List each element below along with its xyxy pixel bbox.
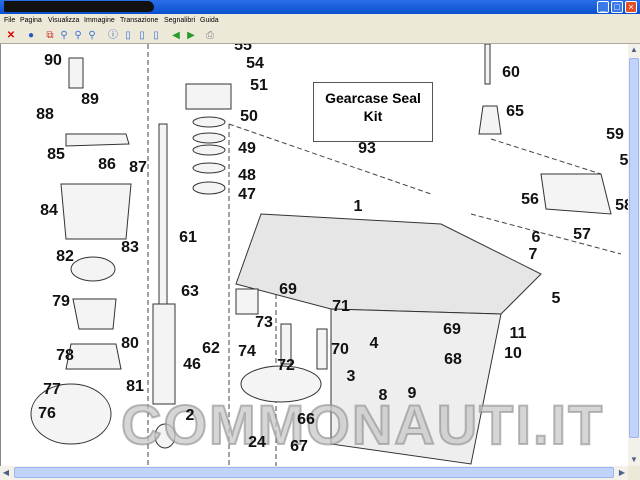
page-prev-icon[interactable]: ▯ bbox=[139, 30, 145, 41]
menu-guida[interactable]: Guida bbox=[200, 17, 219, 24]
menu-immagine[interactable]: Immagine bbox=[84, 17, 115, 24]
part-label: 70 bbox=[331, 341, 349, 358]
part-label: 54 bbox=[246, 55, 264, 72]
watermark: COMMONAUTI.IT bbox=[120, 392, 605, 457]
part-label: 2 bbox=[185, 407, 195, 424]
scroll-down-icon[interactable]: ▼ bbox=[630, 455, 638, 464]
part-label: 9 bbox=[407, 385, 417, 402]
menu-file[interactable]: File bbox=[4, 17, 16, 24]
part-label: 73 bbox=[255, 314, 273, 331]
exploded-parts-diagram bbox=[30, 44, 622, 466]
part-label: 84 bbox=[40, 202, 58, 219]
forward-icon[interactable]: ▶ bbox=[187, 30, 195, 41]
scroll-right-icon[interactable]: ▶ bbox=[618, 468, 626, 477]
part-label: 63 bbox=[181, 283, 199, 300]
part-label: 82 bbox=[56, 248, 74, 265]
part-label: 77 bbox=[43, 381, 61, 398]
horizontal-scrollbar[interactable]: ◀ ▶ bbox=[0, 466, 628, 480]
part-label: 58 bbox=[615, 197, 628, 214]
zoom-out-icon[interactable]: ⚲ bbox=[88, 30, 96, 41]
part-label: 50 bbox=[240, 108, 258, 125]
part-label: 10 bbox=[504, 345, 522, 362]
menu-bar: File Pagina Visualizza Immagine Transazi… bbox=[0, 14, 640, 28]
part-label: 11 bbox=[509, 325, 527, 342]
part-label: 8 bbox=[378, 387, 388, 404]
part-label: 59 bbox=[606, 126, 624, 143]
part-label: 48 bbox=[238, 167, 256, 184]
part-label: 78 bbox=[56, 347, 74, 364]
part-label: 69 bbox=[443, 321, 461, 338]
vertical-scroll-thumb[interactable] bbox=[629, 58, 639, 438]
zoom-icon[interactable]: ⚲ bbox=[74, 30, 82, 41]
minimize-button[interactable]: _ bbox=[597, 1, 609, 13]
part-label: 90 bbox=[44, 52, 62, 69]
redacted-title bbox=[4, 1, 154, 12]
part-label: 7 bbox=[528, 246, 538, 263]
globe-icon[interactable]: ● bbox=[27, 30, 35, 41]
zoom-in-icon[interactable]: ⚲ bbox=[60, 30, 68, 41]
back-icon[interactable]: ◀ bbox=[172, 30, 180, 41]
part-label: 85 bbox=[47, 146, 65, 163]
maximize-button[interactable]: □ bbox=[611, 1, 623, 13]
toolbar: ✕ ● ⧉ ⚲ ⚲ ⚲ ⓘ ▯ ▯ ▯ ◀ ▶ ⎙ bbox=[0, 28, 640, 44]
info-icon[interactable]: ⓘ bbox=[108, 30, 118, 41]
part-label: 68 bbox=[444, 351, 462, 368]
part-label: 87 bbox=[129, 159, 147, 176]
page-icon[interactable]: ▯ bbox=[125, 30, 131, 41]
part-label: 56 bbox=[521, 191, 539, 208]
menu-transazione[interactable]: Transazione bbox=[120, 17, 159, 24]
part-label: 24 bbox=[248, 434, 266, 451]
part-label: 89 bbox=[81, 91, 99, 108]
part-label: 80 bbox=[121, 335, 139, 352]
part-label: 71 bbox=[332, 298, 350, 315]
menu-segnalibri[interactable]: Segnalibri bbox=[164, 17, 196, 24]
part-label: 69 bbox=[279, 281, 297, 298]
scroll-up-icon[interactable]: ▲ bbox=[630, 45, 638, 54]
close-icon[interactable]: ✕ bbox=[6, 30, 16, 41]
part-label: 51 bbox=[250, 77, 268, 94]
page-next-icon[interactable]: ▯ bbox=[153, 30, 159, 41]
part-label: 61 bbox=[179, 229, 197, 246]
close-window-button[interactable]: × bbox=[625, 1, 637, 13]
menu-visualizza[interactable]: Visualizza bbox=[48, 17, 80, 24]
part-label: 49 bbox=[238, 140, 256, 157]
gearcase-seal-kit-box: Gearcase Seal Kit bbox=[313, 82, 433, 142]
part-label: 4 bbox=[369, 335, 379, 352]
kit-title: Gearcase Seal Kit bbox=[325, 90, 421, 124]
horizontal-scroll-thumb[interactable] bbox=[14, 467, 614, 478]
part-label: 5 bbox=[619, 152, 628, 169]
part-label: 55 bbox=[234, 44, 252, 54]
part-label: 83 bbox=[121, 239, 139, 256]
scroll-left-icon[interactable]: ◀ bbox=[2, 468, 10, 477]
part-label: 60 bbox=[502, 64, 520, 81]
part-label: 3 bbox=[346, 368, 356, 385]
part-label: 47 bbox=[238, 186, 256, 203]
part-label: 74 bbox=[238, 343, 256, 360]
part-label: 93 bbox=[358, 140, 376, 157]
part-label: 6 bbox=[531, 229, 541, 246]
part-label: 66 bbox=[297, 411, 315, 428]
menu-pagina[interactable]: Pagina bbox=[20, 17, 42, 24]
part-label: 76 bbox=[38, 405, 56, 422]
title-bar: _ □ × bbox=[0, 0, 640, 14]
part-label: 5 bbox=[551, 290, 561, 307]
part-label: 65 bbox=[506, 103, 524, 120]
part-label: 81 bbox=[126, 378, 144, 395]
part-label: 1 bbox=[353, 198, 363, 215]
part-label: 46 bbox=[183, 356, 201, 373]
part-label: 67 bbox=[290, 438, 308, 455]
part-label: 62 bbox=[202, 340, 220, 357]
print-icon[interactable]: ⎙ bbox=[206, 30, 214, 41]
part-label: 57 bbox=[573, 226, 591, 243]
part-label: 79 bbox=[52, 293, 70, 310]
part-label: 86 bbox=[98, 156, 116, 173]
part-label: 88 bbox=[36, 106, 54, 123]
diagram-viewer[interactable]: Gearcase Seal Kit COMMONAUTI.IT 90 89 88… bbox=[0, 44, 628, 466]
pages-icon[interactable]: ⧉ bbox=[46, 30, 54, 41]
vertical-scrollbar[interactable]: ▲ ▼ bbox=[628, 44, 640, 466]
part-label: 72 bbox=[277, 357, 295, 374]
